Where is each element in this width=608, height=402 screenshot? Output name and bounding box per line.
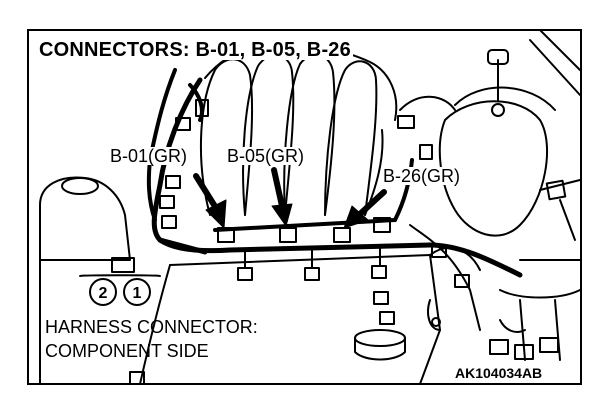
- figure-code: AK104034AB: [453, 365, 545, 381]
- harness-connectors: [129, 99, 470, 384]
- diagram-title: CONNECTORS: B-01, B-05, B-26: [37, 39, 353, 61]
- round-cap: [354, 329, 406, 361]
- callout-arrows: [193, 167, 387, 229]
- connector-pins: 2 1: [89, 278, 151, 306]
- callout-b05: B-05(GR): [226, 146, 306, 166]
- caption-line-2: COMPONENT SIDE: [45, 341, 209, 361]
- intake-manifold: [199, 43, 398, 216]
- diagram-frame: [27, 29, 582, 385]
- wire-harness: [151, 77, 523, 278]
- right-components: [399, 30, 581, 361]
- connector-symbol: [79, 257, 161, 277]
- callout-b01: B-01(GR): [109, 146, 189, 166]
- pin-1-label: 1: [133, 285, 142, 302]
- coolant-reservoir: [39, 176, 131, 384]
- callout-b26: B-26(GR): [382, 166, 462, 186]
- pin-2-label: 2: [99, 285, 108, 302]
- caption-line-1: HARNESS CONNECTOR:: [45, 317, 258, 337]
